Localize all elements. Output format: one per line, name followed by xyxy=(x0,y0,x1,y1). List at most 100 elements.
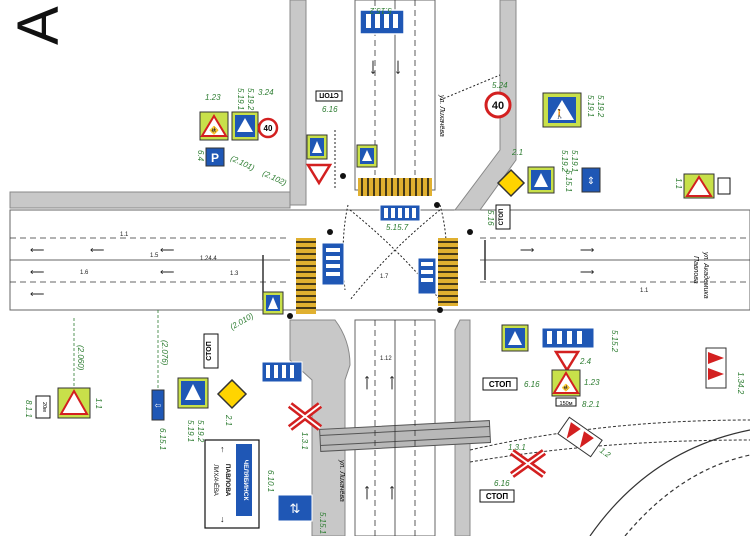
street-name-vertical-bottom: ул. Лихачёва xyxy=(338,459,345,502)
svg-text:1.34.2: 1.34.2 xyxy=(736,372,745,395)
svg-text:5.19.1: 5.19.1 xyxy=(236,88,245,110)
sign-lane-5-15-2-right: 5.15.2 xyxy=(541,327,619,353)
sign-stop-plate-mid: СТОП 6.16 xyxy=(482,377,540,391)
sign-stop-plate-right: СТОП 5.16 xyxy=(486,204,511,230)
svg-text:5.15.1: 5.15.1 xyxy=(564,170,573,192)
lane-arrows: ⟵⟵⟵ ⟵⟵⟵ ⟶⟶⟶ ⟶ ⟶ ⟶ ⟶ ⟶ ⟶ xyxy=(30,60,594,500)
svg-text:5.19.1: 5.19.1 xyxy=(186,420,195,442)
svg-text:⟶: ⟶ xyxy=(392,60,403,74)
svg-text:2.1: 2.1 xyxy=(224,414,233,426)
svg-text:⟶: ⟶ xyxy=(367,60,378,74)
traffic-poles xyxy=(287,173,473,319)
sign-pedestrian-right-bottom xyxy=(501,324,529,352)
sign-group-left-top: 🚸 40 1.23 5.19.1 5.19.2 3.24 xyxy=(199,88,279,141)
sign-railway-cross-right: 1.3.1 xyxy=(508,443,547,478)
svg-text:1.3.1: 1.3.1 xyxy=(508,443,526,452)
sidewalk-left-top xyxy=(289,0,307,206)
svg-text:5.19.2: 5.19.2 xyxy=(560,150,569,173)
street-name-horizontal-1: ул. Академика xyxy=(702,251,710,299)
sidewalk-top-horizontal xyxy=(9,191,291,209)
svg-text:⟵: ⟵ xyxy=(90,245,104,256)
svg-text:8.2.1: 8.2.1 xyxy=(582,400,600,409)
sign-lane-direction-5-15-1: ⇕ 5.15.1 xyxy=(564,167,601,193)
svg-text:5.19.1: 5.19.1 xyxy=(570,150,579,172)
svg-text:⟶: ⟶ xyxy=(520,245,534,256)
svg-text:↓: ↓ xyxy=(220,514,225,524)
svg-text:1.1: 1.1 xyxy=(640,288,649,294)
sign-children-right: 🚸 150м 1.23 8.2.1 xyxy=(551,369,600,409)
marking-labels: 1.1 1.6 1.5 1.3 1.1 1.7 1.12 1.24.4 xyxy=(80,232,649,362)
svg-text:⟶: ⟶ xyxy=(580,245,594,256)
svg-text:6.4: 6.4 xyxy=(196,150,205,162)
svg-text:5.15.1: 5.15.1 xyxy=(318,512,327,534)
sign-give-way-right: 2.4 xyxy=(553,350,592,373)
sign-6-15-1-left: ⇦ 6.15.1 (2.076) xyxy=(151,310,169,450)
sidewalk-right-top xyxy=(454,0,517,211)
road-network xyxy=(9,0,750,537)
svg-text:(2.076): (2.076) xyxy=(160,340,169,366)
svg-text:1.24.4: 1.24.4 xyxy=(200,256,217,262)
svg-text:6.10.1: 6.10.1 xyxy=(266,470,275,492)
sign-railway-warning-left: 20м 1.1 8.1.1 (2.060) xyxy=(24,318,103,419)
svg-text:СТОП: СТОП xyxy=(206,341,213,360)
svg-text:⟶: ⟶ xyxy=(362,376,373,390)
sign-main-road-top-right: 2.1 xyxy=(496,148,526,198)
svg-text:ПАВЛОВА: ПАВЛОВА xyxy=(224,464,231,497)
svg-text:⟵: ⟵ xyxy=(160,245,174,256)
svg-text:5.19.2: 5.19.2 xyxy=(246,88,255,111)
svg-text:⟵: ⟵ xyxy=(30,245,44,256)
sign-pedestrian-right-mid: 5.19.2 5.19.1 xyxy=(527,150,579,194)
svg-text:↑: ↑ xyxy=(220,444,225,454)
svg-text:ЧЕЛЯБИНСК: ЧЕЛЯБИНСК xyxy=(242,460,249,501)
svg-text:⇕: ⇕ xyxy=(587,176,595,187)
svg-text:20м: 20м xyxy=(41,402,47,412)
railway-track-1 xyxy=(469,419,750,451)
curve-road-1 xyxy=(589,429,750,537)
railway-crossing xyxy=(319,420,492,452)
label-2-10: (2.101) xyxy=(229,154,256,173)
label-2-10b: (2.102) xyxy=(261,169,288,188)
svg-text:⟶: ⟶ xyxy=(387,376,398,390)
svg-text:СТОП: СТОП xyxy=(499,209,505,226)
svg-text:1.5: 1.5 xyxy=(150,253,159,259)
svg-text:1.3.1: 1.3.1 xyxy=(300,432,309,450)
sign-pedestrian-crossing-right-top: 🚶 5.19.2 5.19.1 xyxy=(542,92,605,128)
svg-text:1.12: 1.12 xyxy=(380,356,392,362)
sign-parking-6-4: P 6.4 xyxy=(196,147,225,167)
sign-lane-vertical-right xyxy=(417,257,437,295)
svg-text:СТОП: СТОП xyxy=(319,91,338,98)
svg-text:2.4: 2.4 xyxy=(579,357,592,366)
svg-text:⟵: ⟵ xyxy=(160,267,174,278)
svg-text:40: 40 xyxy=(264,124,273,133)
svg-text:🚶: 🚶 xyxy=(554,108,565,119)
svg-text:⟶: ⟶ xyxy=(580,267,594,278)
svg-text:СТОП: СТОП xyxy=(486,492,508,501)
svg-text:6.15.1: 6.15.1 xyxy=(158,428,167,450)
svg-text:6.16: 6.16 xyxy=(322,105,338,114)
svg-text:40: 40 xyxy=(492,100,504,112)
svg-text:1.1: 1.1 xyxy=(120,232,129,238)
svg-text:5.19.1: 5.19.1 xyxy=(586,95,595,117)
svg-text:5.24: 5.24 xyxy=(492,81,508,90)
crosswalk-top xyxy=(358,178,432,196)
svg-text:1.1: 1.1 xyxy=(674,178,683,189)
sign-lane-vertical-left xyxy=(321,242,345,286)
svg-text:1.3: 1.3 xyxy=(230,271,239,277)
sign-chevron-right-mid: 1.2 xyxy=(557,416,613,460)
svg-text:5.15.2: 5.15.2 xyxy=(369,6,392,15)
svg-text:⟶: ⟶ xyxy=(387,486,398,500)
sign-pedestrian-small-left xyxy=(262,291,284,315)
sign-stop-plate-top: СТОП 6.16 xyxy=(315,90,343,114)
corner-letter: A xyxy=(6,6,71,45)
svg-text:1.7: 1.7 xyxy=(380,274,389,280)
svg-text:⟵: ⟵ xyxy=(30,267,44,278)
crosswalk-left xyxy=(296,238,316,314)
sign-direction-6-10-1: ЧЕЛЯБИНСК ПАВЛОВА ЛИХАЧЁВА ↑ ↓ 6.10.1 xyxy=(204,439,275,529)
svg-text:⇦: ⇦ xyxy=(155,401,162,410)
sign-railway-warning-right: 1.1 xyxy=(674,173,731,199)
svg-text:3.24: 3.24 xyxy=(258,88,274,97)
svg-text:1.23: 1.23 xyxy=(205,93,221,102)
railway-track-2 xyxy=(469,439,750,463)
